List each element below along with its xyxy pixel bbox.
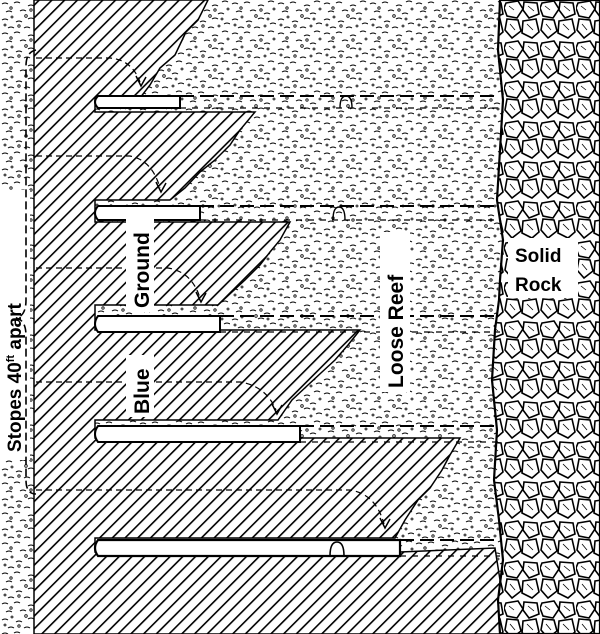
direction-arrows [36, 57, 391, 530]
loose-reef-label-backdrop [380, 232, 410, 392]
solid-rock-zone [490, 0, 600, 634]
rock-label: Rock [515, 275, 562, 296]
spacing-bracket [0, 49, 37, 495]
stope-level-5 [93, 538, 500, 558]
rock-label-backdrop [508, 238, 578, 298]
stope-level-3 [94, 315, 500, 333]
stope-level-1 [94, 95, 500, 109]
ground-label-backdrop [126, 212, 154, 312]
stope-level-4 [94, 425, 500, 443]
loose-reef-label: Loose Reef [385, 274, 408, 388]
blue-label: Blue [131, 368, 154, 414]
blue-label-backdrop [126, 355, 154, 417]
ground-label: Ground [131, 232, 154, 308]
solid-label: Solid [515, 246, 561, 267]
stopes-spacing-label: Stopes 40ft apart [5, 302, 26, 452]
